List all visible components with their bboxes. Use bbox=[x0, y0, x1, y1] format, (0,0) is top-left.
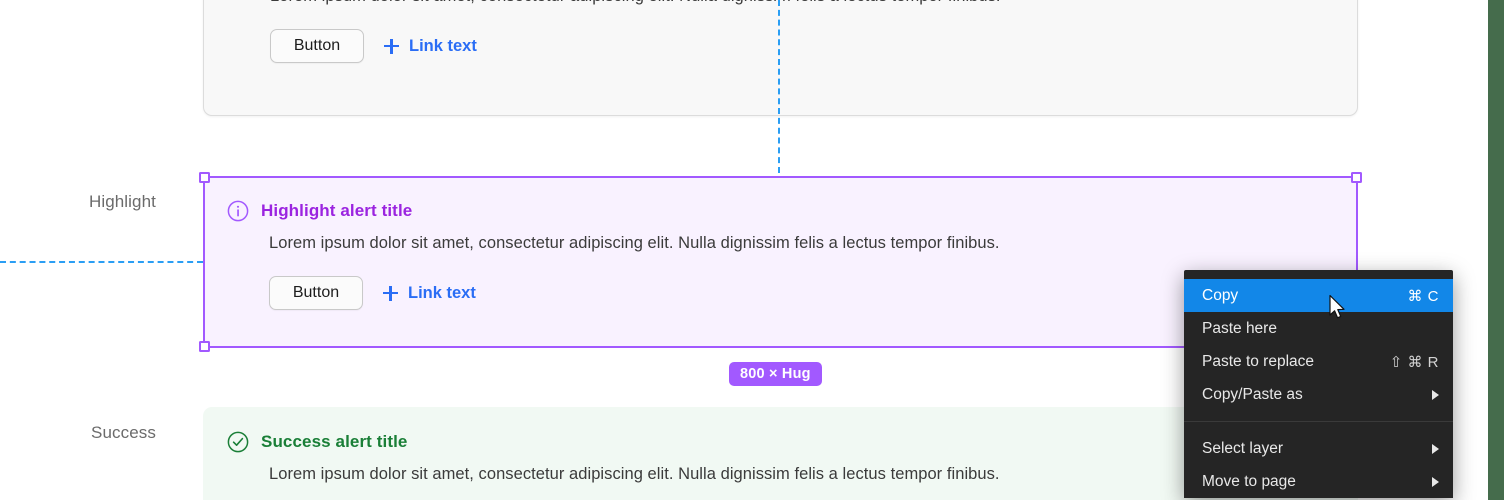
chevron-right-icon bbox=[1432, 443, 1439, 454]
plus-icon bbox=[383, 285, 398, 301]
context-menu-item-copy[interactable]: Copy ⌘ C bbox=[1184, 279, 1453, 312]
link-action-neutral[interactable]: Link text bbox=[384, 37, 477, 56]
alert-header-success: Success alert title bbox=[227, 429, 1334, 455]
context-menu-item-copy-paste-as[interactable]: Copy/Paste as bbox=[1184, 378, 1453, 411]
context-menu-item-paste-here[interactable]: Paste here bbox=[1184, 312, 1453, 345]
size-badge: 800 × Hug bbox=[729, 362, 822, 386]
chevron-right-icon bbox=[1432, 389, 1439, 400]
alert-card-highlight[interactable]: Highlight alert title Lorem ipsum dolor … bbox=[203, 176, 1358, 348]
row-label-success: Success bbox=[91, 423, 156, 442]
alert-body-highlight: Lorem ipsum dolor sit amet, consectetur … bbox=[269, 234, 1000, 252]
link-action-highlight[interactable]: Link text bbox=[383, 284, 476, 303]
alert-body-success: Lorem ipsum dolor sit amet, consectetur … bbox=[269, 465, 1000, 483]
link-label-highlight: Link text bbox=[408, 283, 476, 302]
alert-card-neutral[interactable]: Lorem ipsum dolor sit amet, consectetur … bbox=[203, 0, 1358, 116]
plus-icon bbox=[384, 38, 399, 54]
alert-body-neutral: Lorem ipsum dolor sit amet, consectetur … bbox=[270, 0, 1333, 6]
context-menu-item-shortcut: ⌘ C bbox=[1407, 287, 1439, 305]
context-menu-item-label: Select layer bbox=[1202, 439, 1283, 457]
row-label-highlight: Highlight bbox=[88, 192, 156, 211]
alert-header-highlight: Highlight alert title bbox=[227, 198, 1334, 224]
alert-title-highlight: Highlight alert title bbox=[261, 201, 413, 220]
alignment-guide-vertical bbox=[778, 0, 780, 173]
canvas-edge-strip bbox=[1488, 0, 1504, 500]
chevron-right-icon bbox=[1432, 476, 1439, 487]
context-menu-item-label: Paste here bbox=[1202, 319, 1277, 337]
alert-card-success[interactable]: Success alert title Lorem ipsum dolor si… bbox=[203, 407, 1358, 500]
alert-actions-neutral: Button Link text bbox=[270, 29, 1333, 63]
alignment-guide-horizontal bbox=[0, 261, 203, 263]
context-menu-item-label: Copy/Paste as bbox=[1202, 385, 1303, 403]
context-menu-item-label: Move to page bbox=[1202, 472, 1296, 490]
link-label-neutral: Link text bbox=[409, 36, 477, 55]
context-menu-item-paste-to-replace[interactable]: Paste to replace ⇧ ⌘ R bbox=[1184, 345, 1453, 378]
context-menu-item-shortcut: ⇧ ⌘ R bbox=[1389, 353, 1439, 371]
alert-title-success: Success alert title bbox=[261, 432, 408, 451]
context-menu-separator bbox=[1184, 421, 1453, 422]
context-menu-item-label: Copy bbox=[1202, 286, 1239, 304]
alert-actions-highlight: Button Link text bbox=[269, 276, 1334, 310]
context-menu-item-move-to-page[interactable]: Move to page bbox=[1184, 465, 1453, 498]
context-menu-item-select-layer[interactable]: Select layer bbox=[1184, 432, 1453, 465]
check-circle-icon bbox=[227, 431, 249, 453]
context-menu-item-label: Paste to replace bbox=[1202, 352, 1315, 370]
button-neutral[interactable]: Button bbox=[270, 29, 364, 63]
button-highlight[interactable]: Button bbox=[269, 276, 363, 310]
info-circle-icon bbox=[227, 200, 249, 222]
